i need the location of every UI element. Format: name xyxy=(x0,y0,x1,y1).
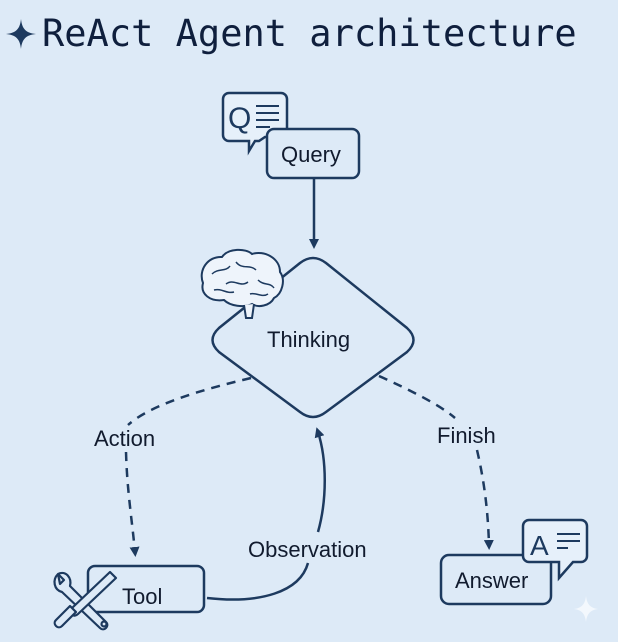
observation-arrow xyxy=(206,562,310,601)
answer-label: Answer xyxy=(455,568,529,593)
finish-label: Finish xyxy=(437,423,496,448)
brain-icon xyxy=(200,248,284,319)
wrench-screwdriver-icon xyxy=(53,570,118,631)
observation-arrow-upper xyxy=(314,427,326,533)
answer-node xyxy=(439,553,553,606)
answer-chat-icon: A xyxy=(521,518,589,582)
query-icon-letter: Q xyxy=(228,102,251,135)
finish-arrow-lower xyxy=(475,449,494,550)
diagram-title: ReAct Agent architecture xyxy=(4,12,577,55)
action-label: Action xyxy=(94,426,156,451)
title-text: ReAct Agent architecture xyxy=(42,12,577,55)
sparkle-icon xyxy=(6,18,36,49)
observation-label: Observation xyxy=(248,537,367,562)
answer-icon-letter: A xyxy=(530,530,549,561)
tool-node xyxy=(86,564,206,614)
watermark-sparkle-icon xyxy=(574,596,598,622)
finish-arrow xyxy=(378,374,456,419)
action-arrow-lower xyxy=(124,451,140,557)
tool-label: Tool xyxy=(122,584,163,609)
action-arrow xyxy=(127,376,252,426)
query-label: Query xyxy=(281,142,341,167)
thinking-label: Thinking xyxy=(267,327,351,352)
